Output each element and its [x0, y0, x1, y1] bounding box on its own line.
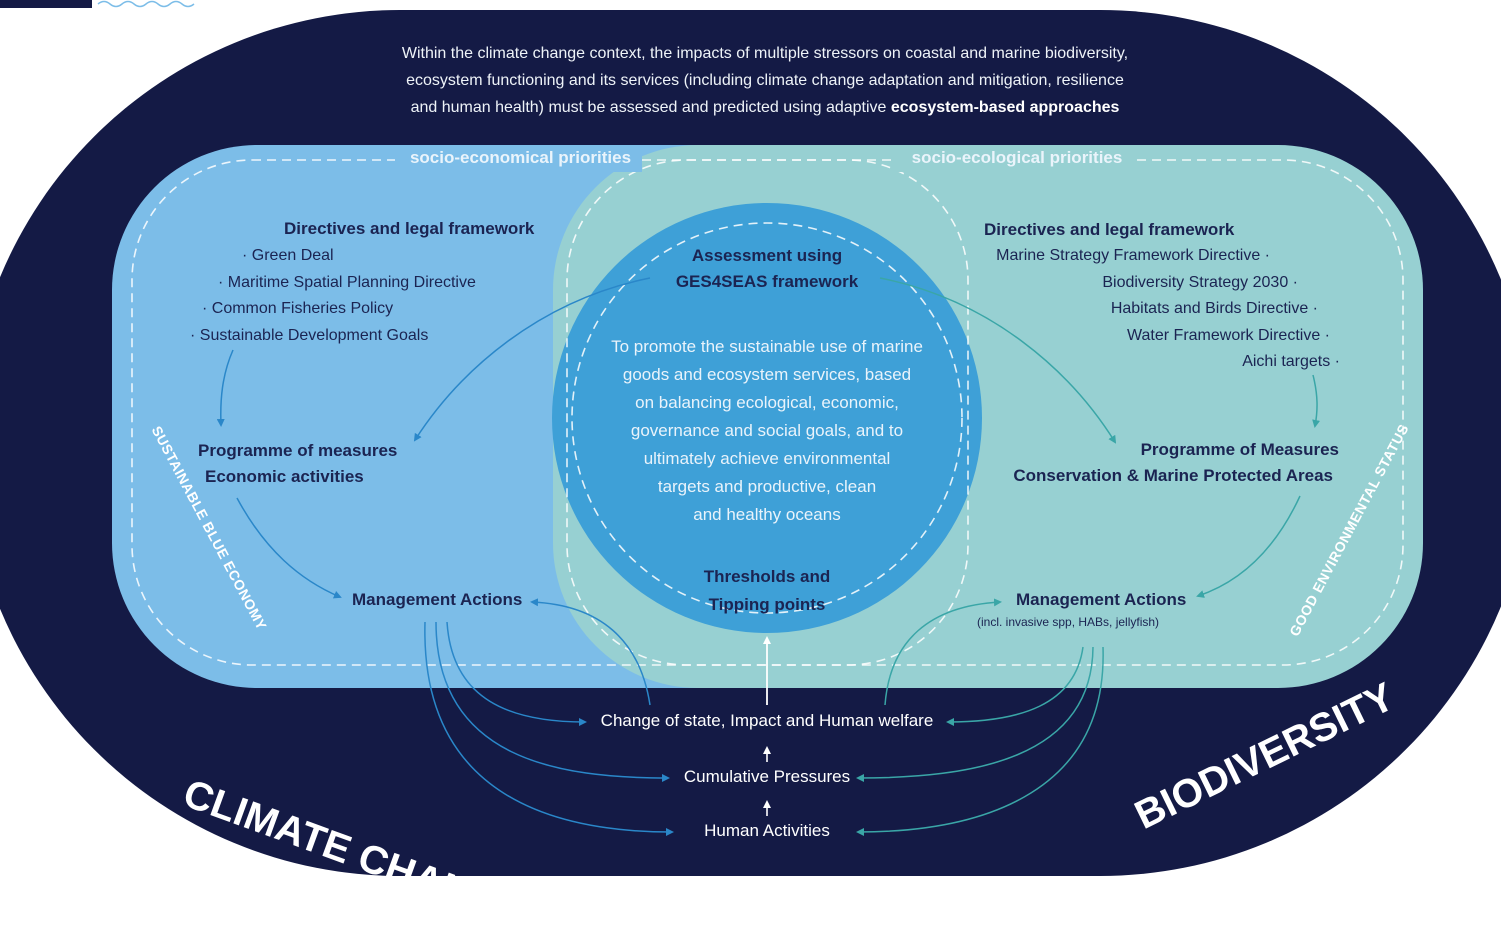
- arrow-right-management-to-state: [946, 646, 1084, 726]
- arrow-right-management-to-pressures: [856, 646, 1094, 782]
- cumulative-pressures: Cumulative Pressures: [683, 767, 851, 786]
- left-directive-item: · Green Deal: [242, 247, 334, 264]
- right-programme-line-1: Programme of Measures: [1140, 440, 1339, 459]
- thresholds-line-1: Thresholds and: [703, 567, 831, 586]
- arrow-left-management-to-activities: [424, 621, 674, 836]
- right-management-note: (incl. invasive spp, HABs, jellyfish): [977, 615, 1160, 629]
- thresholds-line-2: Tipping points: [708, 595, 826, 614]
- arrow-right-directives-to-programme: [1312, 374, 1321, 428]
- left-directive-item: · Common Fisheries Policy: [202, 300, 394, 317]
- right-directive-item: Biodiversity Strategy 2030 ·: [1102, 273, 1298, 291]
- right-priority-bg: [895, 146, 1137, 172]
- assessment-line-1: Assessment using: [691, 246, 843, 265]
- right-programme-title: Programme of Measures Conservation & Mar…: [1000, 437, 1339, 489]
- thresholds-title: Thresholds and Tipping points: [660, 563, 874, 619]
- diagram-graphics: [0, 0, 1501, 876]
- intro-line-3-plain: and human health) must be assessed and p…: [410, 99, 891, 116]
- right-directive-item: Water Framework Directive ·: [1127, 326, 1330, 344]
- left-priority-bg: [395, 146, 642, 172]
- right-programme-line-2: Conservation & Marine Protected Areas: [1013, 466, 1333, 485]
- goal-line: goods and ecosystem services, based: [622, 365, 912, 384]
- assessment-title: Assessment using GES4SEAS framework: [640, 243, 894, 295]
- goal-line: and healthy oceans: [693, 505, 841, 524]
- arrow-left-directives-to-programme: [216, 349, 234, 427]
- arrow-left-management-to-pressures: [435, 621, 670, 782]
- left-priority-label: socio-economical priorities: [409, 148, 632, 167]
- left-directive-item: · Sustainable Development Goals: [190, 326, 429, 344]
- arrow-assessment-to-right-programme: [879, 277, 1117, 444]
- goal-line: targets and productive, clean: [657, 477, 877, 496]
- arrow-left-programme-to-management: [236, 497, 342, 599]
- state-impact-welfare: Change of state, Impact and Human welfar…: [600, 711, 934, 730]
- right-directive-item: Habitats and Birds Directive ·: [1110, 300, 1318, 317]
- center-circle: [552, 203, 982, 633]
- right-directives-title: Directives and legal framework: [984, 220, 1235, 239]
- left-management-actions: Management Actions: [352, 590, 523, 609]
- intro-text: Within the climate change context, the i…: [300, 40, 1230, 121]
- arrow-right-management-to-activities: [856, 646, 1104, 836]
- intro-line-3-bold: ecosystem-based approaches: [890, 99, 1120, 116]
- goal-line: ultimately achieve environmental: [643, 449, 891, 468]
- left-programme-line-1: Programme of measures: [198, 441, 398, 460]
- arrow-assessment-to-left-programme: [413, 277, 651, 442]
- right-management-actions: Management Actions: [1016, 590, 1187, 609]
- logo-waves: [97, 0, 195, 8]
- arrow-left-management-to-state: [446, 621, 587, 726]
- right-directive-item: Marine Strategy Framework Directive ·: [996, 247, 1270, 264]
- left-programme-title: Programme of measures Economic activitie…: [198, 438, 397, 490]
- dashed-outline-right: [566, 159, 1404, 666]
- left-directive-item: · Maritime Spatial Planning Directive: [218, 273, 476, 291]
- right-directives-list: Marine Strategy Framework Directive · Bi…: [930, 243, 1340, 376]
- left-programme-line-2: Economic activities: [205, 467, 364, 486]
- goal-line: To promote the sustainable use of marine: [611, 337, 923, 356]
- intro-line-3: and human health) must be assessed and p…: [300, 94, 1230, 121]
- left-directives-title: Directives and legal framework: [284, 219, 535, 238]
- center-goal-text: To promote the sustainable use of marine…: [587, 333, 947, 529]
- arrow-right-programme-to-management: [1196, 495, 1301, 598]
- logo-bar: [0, 0, 92, 8]
- dashed-center-circle: [571, 222, 963, 614]
- arrow-state-to-right-management: [884, 598, 1002, 706]
- left-directives-list: · Green Deal · Maritime Spatial Planning…: [190, 243, 510, 349]
- arrow-state-to-left-management: [530, 598, 651, 706]
- dashed-outline-left: [131, 159, 969, 666]
- goal-line: on balancing ecological, economic,: [635, 393, 899, 412]
- intro-line-2: ecosystem functioning and its services (…: [406, 72, 1124, 89]
- right-directive-item: Aichi targets ·: [1242, 353, 1340, 370]
- ecosystem-diagram: Within the climate change context, the i…: [0, 0, 1501, 876]
- intro-line-1: Within the climate change context, the i…: [401, 45, 1129, 62]
- human-activities: Human Activities: [704, 821, 830, 840]
- right-priority-label: socio-ecological priorities: [911, 148, 1123, 167]
- goal-line: governance and social goals, and to: [630, 421, 904, 440]
- assessment-line-2: GES4SEAS framework: [675, 272, 859, 291]
